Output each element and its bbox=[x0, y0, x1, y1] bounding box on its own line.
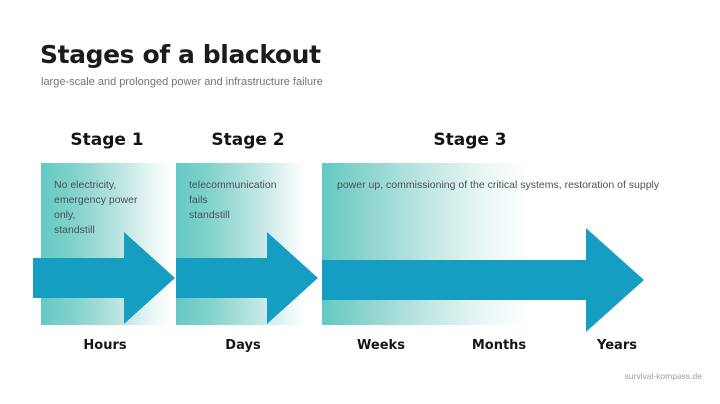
stage-heading-1: Stage 1 bbox=[70, 130, 144, 150]
stage-body-text-3: power up, commissioning of the critical … bbox=[337, 179, 660, 191]
stage-body-text-1: No electricity, emergency power only, st… bbox=[54, 179, 138, 236]
stage-body-text-2: telecommunication fails standstill bbox=[189, 179, 277, 221]
stage-1-arrow-icon bbox=[33, 232, 175, 324]
stage-heading-2: Stage 2 bbox=[211, 130, 285, 150]
timeline-label-hours: Hours bbox=[83, 338, 127, 353]
stage-2-arrow-icon bbox=[176, 232, 318, 324]
timeline-label-days: Days bbox=[225, 338, 261, 353]
page-subtitle: large-scale and prolonged power and infr… bbox=[41, 76, 323, 88]
page-title: Stages of a blackout bbox=[40, 40, 321, 69]
timeline-label-years: Years bbox=[597, 338, 637, 353]
stage-3-arrow-icon bbox=[322, 228, 644, 332]
timeline-label-weeks: Weeks bbox=[357, 338, 405, 353]
timeline-label-months: Months bbox=[471, 338, 527, 353]
source-attribution: survival-kompass.de bbox=[624, 371, 702, 381]
stage-heading-3: Stage 3 bbox=[433, 130, 507, 150]
